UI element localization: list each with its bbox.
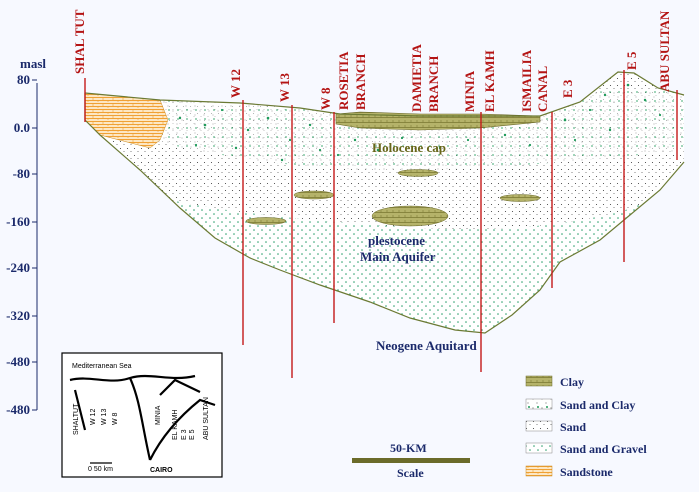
well-label: W 12 — [228, 69, 243, 98]
inset-well-label: W 12 — [90, 409, 97, 425]
legend-item: Sand and Gravel — [560, 442, 647, 456]
axis-tick-label: 0.0 — [14, 120, 30, 135]
well-label: E 5 — [624, 51, 639, 70]
legend-swatch-sand-gravel — [525, 442, 553, 454]
well-label: CANAL — [535, 65, 550, 112]
inset-well-label: W 8 — [112, 412, 119, 425]
inset-well-label: W 13 — [101, 409, 108, 425]
clay-lens — [293, 190, 335, 200]
axis-tick-label: -480 — [6, 402, 30, 417]
axis-tick-label: -240 — [6, 260, 30, 275]
well-label: ROSETIA — [336, 51, 351, 110]
sandstone-body — [84, 92, 169, 149]
axis-unit-label: masl — [20, 56, 46, 71]
depth-axis: masl 80 0.0 -80 -160 -240 -320 -480 -480 — [6, 56, 46, 417]
legend-item: Sandstone — [560, 465, 613, 479]
axis-tick-label: -320 — [6, 308, 30, 323]
well-label: BRANCH — [353, 54, 368, 110]
inset-well-label: SHALTUT — [73, 403, 80, 435]
holocene-label: Holocene cap — [372, 140, 446, 155]
inset-sea-label: Mediterranean Sea — [72, 363, 132, 370]
legend: Clay Sand and Clay Sand Sand and Gravel … — [525, 375, 647, 479]
well-label: ABU SULTAN — [657, 10, 672, 92]
legend-item: Sand — [560, 420, 586, 434]
inset-scale-label: 0 50 km — [88, 466, 113, 473]
scale-caption: Scale — [397, 466, 424, 480]
inset-well-label: E 3 — [181, 429, 188, 440]
inset-well-label: EL KAMH — [172, 410, 179, 440]
basin-outline — [84, 71, 685, 334]
scale-length-label: 50-KM — [390, 441, 427, 455]
legend-swatch-clay — [525, 375, 553, 387]
well-label: W 8 — [318, 87, 333, 110]
well-label: DAMIETIA — [409, 43, 424, 112]
legend-swatch-sand — [525, 420, 553, 432]
sand-clay-speckles — [178, 83, 662, 162]
clay-lens — [499, 194, 541, 202]
axis-tick-label: -80 — [13, 166, 30, 181]
well-label: W 13 — [277, 72, 292, 102]
clay-lens — [245, 217, 287, 225]
neogene-label: Neogene Aquitard — [376, 338, 478, 353]
scale-bar-line — [352, 458, 470, 463]
scale-bar: 50-KM Scale — [352, 441, 470, 480]
well-lines — [84, 70, 678, 378]
well-label: E 3 — [560, 79, 575, 98]
well-label: ISMAILIA — [519, 49, 534, 112]
legend-item: Sand and Clay — [560, 398, 635, 412]
well-label: BRANCH — [426, 56, 441, 112]
inset-map: Mediterranean Sea SHALTUT W 12 W 13 W 8 MINI… — [61, 352, 223, 478]
well-label: SHAL TUT — [72, 9, 87, 74]
axis-tick-label: 80 — [17, 72, 30, 87]
well-label: MINIA — [462, 70, 477, 112]
main-aquifer-label: Main Aquifer — [360, 249, 436, 264]
inset-river-lines — [69, 374, 216, 461]
axis-tick-label: -480 — [6, 354, 30, 369]
inset-well-label: E 5 — [189, 429, 196, 440]
legend-swatch-sandstone — [525, 465, 553, 477]
axis-tick-label: -160 — [6, 214, 30, 229]
legend-swatch-sand-clay — [525, 398, 553, 410]
pleistocene-label: plestocene — [368, 233, 425, 248]
inset-city-label: CAIRO — [150, 467, 173, 474]
inset-well-label: MINIA — [155, 405, 162, 425]
legend-item: Clay — [560, 375, 584, 389]
inset-well-label: ABU SULTAN — [203, 397, 210, 440]
clay-lens — [397, 169, 439, 177]
well-label: EL KAMH — [482, 50, 497, 112]
clay-lens — [371, 205, 449, 227]
